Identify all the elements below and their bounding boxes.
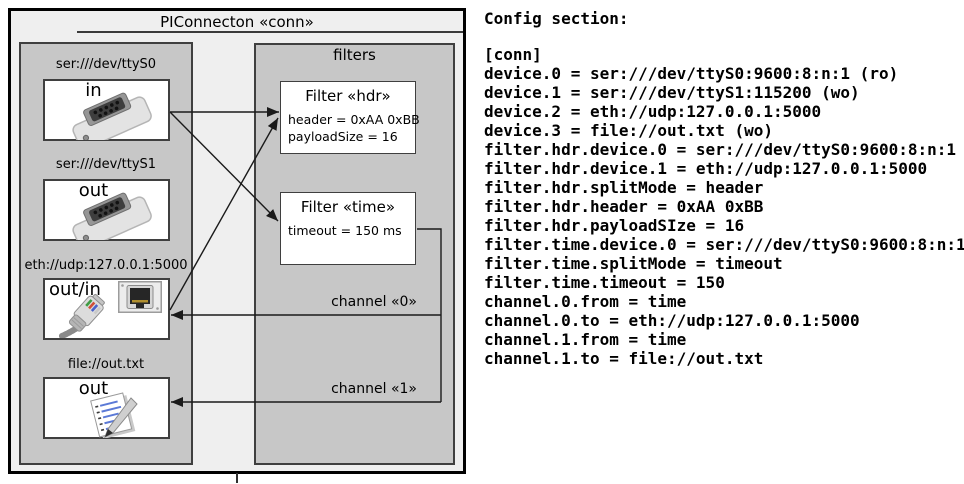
filter-hdr-box: Filter «hdr» header = 0xAA 0xBB payloadS… (280, 81, 420, 154)
ethernet-plug-icon (59, 293, 105, 338)
filter-hdr-property: payloadSize = 16 (288, 129, 398, 144)
channel-0-label: channel «0» (331, 294, 417, 310)
filter-time-title: Filter «time» (300, 198, 396, 216)
device-card-ser1: out (43, 179, 170, 241)
notepad-pencil-icon (90, 392, 138, 438)
device-card-file: out (43, 377, 170, 439)
device-label-ser0: ser:///dev/ttyS0 (55, 57, 157, 72)
serial-connector-icon (72, 192, 152, 240)
port-label: out/in (49, 279, 101, 300)
frame-title: PIConnecton «conn» (160, 13, 314, 31)
title-separator (77, 31, 463, 33)
port-label: in (85, 80, 102, 101)
filter-time-property: timeout = 150 ms (288, 223, 402, 238)
device-card-eth: out/in (43, 278, 170, 340)
device-label-file: file://out.txt (67, 357, 145, 372)
filter-hdr-property: header = 0xAA 0xBB (288, 112, 420, 127)
serial-connector-icon (72, 92, 152, 140)
filters-group-title: filters (333, 46, 376, 64)
devices-group-box: ser:///dev/ttyS0 in ser (19, 42, 193, 465)
device-label-eth: eth://udp:127.0.0.1:5000 (24, 258, 188, 273)
config-text: [conn] device.0 = ser:///dev/ttyS0:9600:… (484, 45, 964, 368)
bottom-notch (236, 473, 238, 483)
config-heading: Config section: (484, 9, 629, 28)
channel-1-label: channel «1» (331, 381, 417, 397)
filter-time-box: Filter «time» timeout = 150 ms (280, 192, 416, 265)
filter-hdr-title: Filter «hdr» (305, 87, 391, 105)
config-panel: Config section: [conn] device.0 = ser://… (484, 9, 964, 368)
filters-group-box: filters Filter «hdr» header = 0xAA 0xBB … (254, 43, 455, 465)
device-label-ser1: ser:///dev/ttyS1 (55, 157, 157, 172)
connector-frame: PIConnecton «conn» ser:///dev/ttyS0 in (8, 8, 466, 474)
port-label: out (78, 180, 109, 201)
ethernet-jack-icon (118, 281, 162, 313)
port-label: out (78, 378, 109, 399)
device-card-ser0: in (43, 79, 170, 141)
